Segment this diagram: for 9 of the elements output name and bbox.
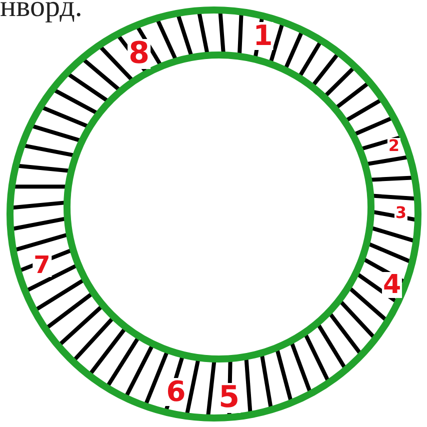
clue-number: 5 xyxy=(218,383,240,413)
clue-number: 7 xyxy=(32,253,52,277)
clue-number: 1 xyxy=(252,22,274,50)
clue-number: 2 xyxy=(387,138,401,154)
heading-fragment: нворд. xyxy=(0,0,82,22)
clue-number: 8 xyxy=(128,39,150,69)
clue-number: 6 xyxy=(165,378,187,406)
clue-number: 3 xyxy=(394,205,408,221)
clue-number: 4 xyxy=(382,272,402,298)
